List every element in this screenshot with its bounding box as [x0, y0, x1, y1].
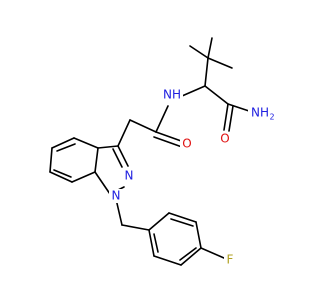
bond — [73, 137, 99, 149]
atom-label-nh2: NH — [251, 106, 269, 120]
bond — [179, 247, 197, 261]
atom-label-o: O — [220, 132, 229, 146]
bond — [207, 57, 233, 69]
atom-label-n: N — [112, 189, 121, 203]
atom-label-o: O — [182, 137, 191, 151]
bond — [207, 37, 213, 59]
bond — [148, 229, 155, 257]
bond — [117, 145, 129, 167]
bond — [153, 233, 159, 253]
bond — [228, 105, 234, 132]
bond — [117, 119, 131, 147]
atom-label-nh: NH — [163, 88, 181, 102]
bond — [204, 57, 209, 87]
bond — [168, 212, 197, 223]
bond — [94, 171, 111, 195]
bond — [200, 247, 225, 259]
bond — [51, 137, 75, 149]
bond — [189, 45, 209, 59]
chemical-structure: NH NH 2 O O N N F — [49, 37, 278, 267]
bond — [181, 85, 206, 97]
bond — [155, 131, 185, 143]
bond — [170, 218, 194, 227]
bond — [49, 171, 73, 183]
bond — [148, 212, 170, 231]
bond — [53, 169, 72, 178]
bond — [153, 136, 183, 148]
bond — [49, 147, 53, 173]
atom-label-nh2-subscript: 2 — [269, 113, 274, 122]
bonds — [49, 37, 253, 266]
bond — [204, 85, 229, 105]
bond — [56, 143, 76, 152]
atom-labels: NH NH 2 O O N N F — [109, 87, 278, 267]
bond — [94, 147, 99, 173]
atom-label-n: N — [125, 169, 134, 183]
bond — [115, 198, 123, 226]
bond — [180, 247, 202, 266]
bond — [223, 103, 229, 131]
bond — [153, 255, 182, 266]
bond — [195, 221, 202, 249]
atom-label-f: F — [227, 253, 234, 267]
bond — [71, 171, 96, 183]
bond — [129, 119, 157, 133]
bond — [121, 224, 150, 231]
bond — [112, 148, 123, 168]
bond — [97, 145, 119, 149]
bond — [155, 105, 169, 133]
